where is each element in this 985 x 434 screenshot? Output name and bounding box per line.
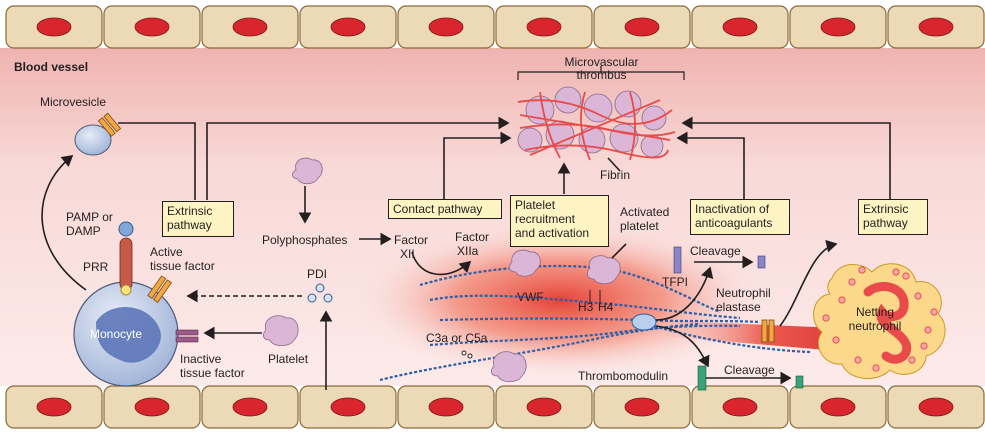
inactive-tf-label-2: tissue factor bbox=[180, 366, 245, 380]
endothelial-nucleus bbox=[330, 17, 366, 37]
endothelial-nucleus bbox=[36, 397, 72, 417]
pdi-label: PDI bbox=[307, 267, 328, 281]
polyphosphates-label: Polyphosphates bbox=[262, 233, 348, 247]
contact-pathway-line: Contact pathway bbox=[393, 202, 483, 216]
factor-xiia-label-1: Factor bbox=[455, 230, 490, 244]
damp-label: DAMP bbox=[66, 224, 101, 238]
vwf-platelet bbox=[508, 249, 541, 277]
platelet-recruit-line-2: recruitment bbox=[515, 212, 576, 226]
endothelial-nucleus bbox=[624, 17, 660, 37]
endothelial-nucleus bbox=[232, 397, 268, 417]
endothelial-nucleus bbox=[232, 17, 268, 37]
inactivation-line-1: Inactivation of bbox=[695, 202, 770, 216]
prr-base bbox=[120, 284, 132, 296]
endothelium-bottom bbox=[5, 385, 985, 429]
contact-pathway-box: Contact pathway bbox=[388, 199, 502, 219]
pathway-arrows bbox=[41, 116, 891, 390]
extrinsic-right-line-2: pathway bbox=[863, 216, 908, 230]
microvesicle-label: Microvesicle bbox=[40, 95, 107, 109]
platelet-label: Platelet bbox=[268, 352, 309, 366]
endothelial-nucleus bbox=[820, 397, 856, 417]
active-tf-label-1: Active bbox=[150, 245, 183, 259]
c3a-molecule-1 bbox=[461, 350, 467, 356]
microvascular-label-2: thrombus bbox=[576, 68, 627, 82]
neutrophil-tissue-factor bbox=[761, 319, 775, 343]
inactive-tissue-factor bbox=[175, 329, 199, 343]
netting-label-1: Netting bbox=[855, 305, 895, 319]
monocyte-label: Monocyte bbox=[90, 327, 143, 341]
activated-platelet-shape bbox=[586, 255, 621, 285]
thrombomodulin-cleaved bbox=[795, 375, 804, 389]
prr-label: PRR bbox=[83, 260, 109, 274]
extrinsic-pathway-right-box: Extrinsic pathway bbox=[858, 199, 928, 235]
c3a-c5a-label: C3a or C5a bbox=[426, 331, 488, 345]
platelet-recruit-line-1: Platelet bbox=[515, 198, 556, 212]
activated-platelet-label-2: platelet bbox=[620, 219, 659, 233]
netting-label-2: neutrophil bbox=[848, 319, 902, 333]
microvesicle-shape bbox=[74, 124, 112, 156]
endothelial-nucleus bbox=[330, 397, 366, 417]
blood-vessel-label: Blood vessel bbox=[14, 60, 89, 74]
endothelial-nucleus bbox=[526, 397, 562, 417]
tfpi-label: TFPI bbox=[662, 275, 688, 289]
platelet-recruit-line-3: and activation bbox=[515, 226, 590, 240]
endothelial-nucleus bbox=[918, 397, 954, 417]
platelet-left bbox=[262, 315, 299, 347]
microvascular-thrombus bbox=[517, 86, 676, 161]
cleavage-bottom-label: Cleavage bbox=[724, 363, 775, 377]
endothelial-nucleus bbox=[918, 17, 954, 37]
extrinsic-pathway-left-box: Extrinsic pathway bbox=[162, 201, 234, 237]
platelet-recruitment-box: Platelet recruitment and activation bbox=[510, 195, 609, 247]
endothelial-nucleus bbox=[624, 397, 660, 417]
tfpi-cleaved bbox=[757, 255, 766, 269]
neutrophil-elastase-enzyme bbox=[631, 313, 657, 331]
endothelial-nucleus bbox=[134, 17, 170, 37]
activated-platelet-label-1: Activated bbox=[620, 205, 670, 219]
h3-label: H3 bbox=[578, 300, 594, 314]
inactivation-line-2: anticoagulants bbox=[695, 216, 773, 230]
prr-receptor bbox=[119, 237, 133, 291]
polyphosphate-granule bbox=[292, 157, 323, 185]
endothelial-nucleus bbox=[526, 17, 562, 37]
cleavage-top-label: Cleavage bbox=[690, 244, 741, 258]
active-tissue-factor bbox=[147, 275, 172, 303]
histone-ticks bbox=[589, 290, 601, 304]
endothelial-nucleus bbox=[820, 17, 856, 37]
c3a-platelet bbox=[490, 351, 527, 383]
tfpi-molecule bbox=[673, 246, 682, 274]
h4-label: H4 bbox=[598, 300, 614, 314]
vwf-label: VWF bbox=[517, 290, 544, 304]
factor-xii-label-2: XII bbox=[400, 247, 415, 261]
endothelial-nucleus bbox=[36, 17, 72, 37]
inactivation-box: Inactivation of anticoagulants bbox=[690, 199, 790, 235]
factor-xii-label-1: Factor bbox=[394, 233, 429, 247]
extrinsic-left-line-2: pathway bbox=[167, 218, 212, 232]
factor-xiia-label-2: XIIa bbox=[457, 244, 479, 258]
c3a-molecule-2 bbox=[467, 353, 473, 359]
endothelium-top bbox=[5, 5, 985, 49]
inactive-tf-label-1: Inactive bbox=[180, 352, 222, 366]
neutrophil-elastase-label-1: Neutrophil bbox=[716, 286, 771, 300]
thrombomodulin-molecule bbox=[697, 365, 707, 391]
extrinsic-right-line-1: Extrinsic bbox=[863, 202, 909, 216]
neutrophil-elastase-label-2: elastase bbox=[716, 300, 761, 314]
active-tf-label-2: tissue factor bbox=[150, 259, 215, 273]
monocyte-cell bbox=[73, 281, 179, 387]
netting-neutrophil-cell bbox=[813, 263, 946, 380]
microvascular-label-1: Microvascular bbox=[564, 55, 639, 69]
endothelial-nucleus bbox=[428, 397, 464, 417]
endothelial-nucleus bbox=[428, 17, 464, 37]
endothelial-nucleus bbox=[722, 17, 758, 37]
pamp-damp-ligand bbox=[118, 221, 134, 237]
endothelial-nucleus bbox=[722, 397, 758, 417]
thrombomodulin-label: Thrombomodulin bbox=[578, 369, 669, 383]
endothelial-nucleus bbox=[134, 397, 170, 417]
extrinsic-left-line-1: Extrinsic bbox=[167, 204, 213, 218]
pdi-molecules bbox=[307, 283, 333, 303]
pamp-label: PAMP or bbox=[66, 210, 113, 224]
microvesicle-tissue-factor bbox=[97, 112, 122, 137]
fibrin-label: Fibrin bbox=[600, 168, 631, 182]
